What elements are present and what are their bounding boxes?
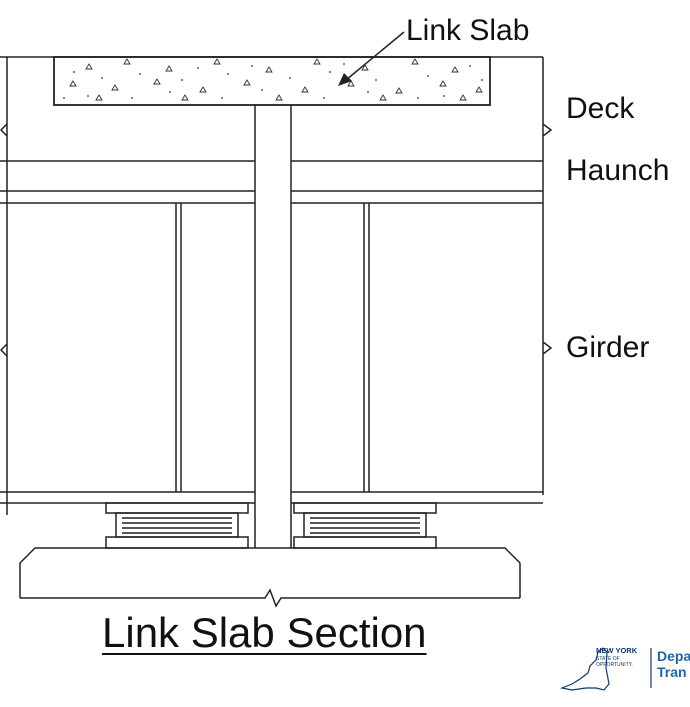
logo-tagline-line2: OPPORTUNITY. xyxy=(596,662,633,668)
haunch-label: Haunch xyxy=(566,154,670,187)
diagram-title: Link Slab Section xyxy=(102,609,427,656)
deck-label: Deck xyxy=(566,92,635,125)
deck-brace-mark xyxy=(542,123,553,137)
callout-arrow-line xyxy=(345,31,405,81)
logo-department-line1: Depa xyxy=(657,648,690,664)
bearing-right-top-plate xyxy=(293,502,437,514)
concrete-dots xyxy=(63,63,483,99)
concrete-texture xyxy=(69,58,483,101)
bearing-right-bottom-plate xyxy=(293,536,437,549)
new-york-state-shape-icon xyxy=(559,647,610,691)
link-slab xyxy=(53,56,491,106)
logo-department-line2: Tran xyxy=(657,664,687,680)
girder-label: Girder xyxy=(566,331,650,364)
callout-arrowhead xyxy=(338,73,352,86)
logo-state-name: NEW YORK xyxy=(596,646,638,655)
link-slab-callout-label: Link Slab xyxy=(406,14,530,47)
logo-tagline-line1: STATE OF xyxy=(596,656,620,662)
pier-cap-bottom-break xyxy=(20,588,520,608)
nysdot-logo: NEW YORK STATE OF OPPORTUNITY. Depa Tran xyxy=(556,644,690,692)
deck-break-left xyxy=(0,123,8,137)
bearing-left-top-plate xyxy=(105,502,249,514)
girder-break-left xyxy=(0,343,8,357)
pier-cap xyxy=(19,547,521,598)
bearing-left-bottom-plate xyxy=(105,536,249,549)
girder-brace-mark xyxy=(542,341,553,355)
